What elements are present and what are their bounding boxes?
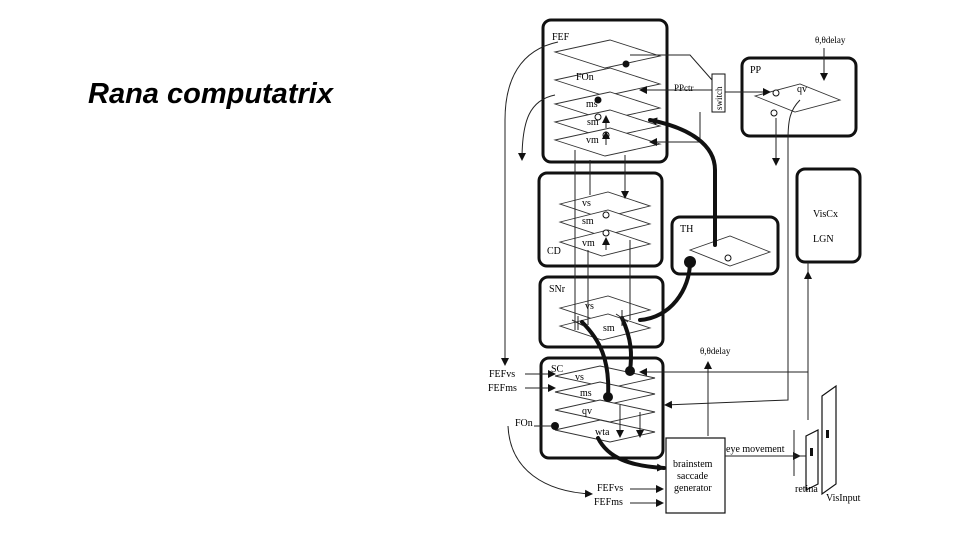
pp-module: PP qv θ,θdelay — [740, 35, 858, 138]
pp-layer-qv: qv — [797, 84, 807, 95]
sc-layer-qv: qv — [582, 406, 592, 417]
sc-module: SC vs ms qv wta θ,θdelay — [539, 346, 731, 460]
sc-layer-wta: wta — [595, 427, 610, 438]
slide-title: Rana computatrix — [88, 78, 333, 110]
switch-block: switch — [711, 73, 726, 113]
fef-label: FEF — [552, 32, 570, 43]
viscx-module: VisCx LGN — [795, 167, 862, 264]
input-fefvs-bs: FEFvs — [597, 483, 623, 494]
fef-layer-vm: vm — [586, 135, 599, 146]
input-fefms-bs: FEFms — [594, 497, 623, 508]
cd-layer-sm: sm — [582, 216, 594, 227]
input-fefms-sc: FEFms — [488, 383, 517, 394]
sc-output-label: θ,θdelay — [700, 346, 731, 356]
snr-label: SNr — [549, 284, 566, 295]
fef-layer-ms: ms — [586, 99, 598, 110]
cd-label: CD — [547, 246, 561, 257]
th-label: TH — [680, 224, 693, 235]
fef-layer-fon: FOn — [576, 72, 594, 83]
pp-label: PP — [750, 65, 762, 76]
visinput-label: VisInput — [826, 493, 861, 504]
snr-layer-sm: sm — [603, 323, 615, 334]
cd-module: CD vs sm vm — [537, 171, 664, 268]
input-fefvs-sc: FEFvs — [489, 369, 515, 380]
input-fon-sc: FOn — [515, 418, 533, 429]
sc-layer-ms: ms — [580, 388, 592, 399]
eye-movement-label: eye movement — [726, 444, 785, 455]
pp-input-label: θ,θdelay — [815, 35, 846, 45]
brainstem-line-2: saccade — [677, 471, 709, 482]
sc-layer-vs: vs — [575, 372, 584, 383]
input-labels: FEFvs FEFms FOn FEFvs FEFms — [488, 369, 664, 508]
snr-layer-vs: vs — [585, 301, 594, 312]
fef-module: FEF FOn ms sm vm PPctr — [541, 18, 694, 164]
viscx-label: VisCx — [813, 209, 838, 220]
brainstem-line-1: brainstem — [673, 459, 713, 470]
cd-layer-vs: vs — [582, 198, 591, 209]
fef-ppctr-label: PPctr — [674, 83, 694, 93]
retina-visinput: retina VisInput eye movement — [725, 384, 861, 504]
cd-layer-vm: vm — [582, 238, 595, 249]
switch-label: switch — [714, 86, 724, 110]
brainstem-line-3: generator — [674, 483, 712, 494]
brainstem-module: brainstem saccade generator — [665, 437, 726, 514]
connections — [501, 41, 812, 498]
fef-layer-sm: sm — [587, 117, 599, 128]
sc-label: SC — [551, 364, 564, 375]
retina-label: retina — [795, 484, 818, 495]
thick-pathways — [571, 117, 717, 472]
lgn-label: LGN — [813, 234, 834, 245]
snr-module: SNr vs sm — [538, 275, 665, 349]
